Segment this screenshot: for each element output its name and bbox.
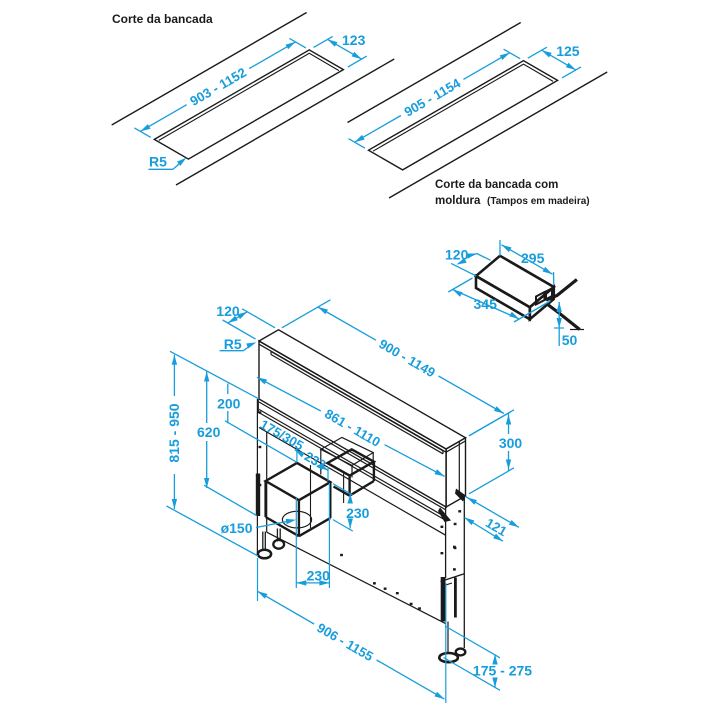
svg-text:Corte da bancada com: Corte da bancada com (435, 179, 558, 191)
svg-text:815 - 950: 815 - 950 (166, 403, 182, 462)
svg-text:50: 50 (562, 332, 578, 348)
svg-text:R5: R5 (224, 336, 242, 352)
svg-text:moldura: moldura (435, 195, 481, 207)
svg-text:200: 200 (217, 396, 241, 412)
svg-text:ø150: ø150 (221, 520, 253, 536)
svg-text:230: 230 (307, 568, 331, 584)
svg-text:620: 620 (197, 424, 221, 440)
svg-text:R5: R5 (149, 154, 167, 170)
svg-text:(Tampos em madeira): (Tampos em madeira) (487, 196, 590, 207)
svg-text:125: 125 (556, 43, 580, 59)
svg-text:123: 123 (342, 32, 366, 48)
svg-text:230: 230 (346, 505, 370, 521)
svg-text:Corte da bancada: Corte da bancada (112, 12, 213, 26)
svg-text:120: 120 (216, 303, 240, 319)
svg-text:295: 295 (521, 250, 545, 266)
svg-text:175 - 275: 175 - 275 (473, 663, 532, 679)
svg-text:120: 120 (445, 247, 469, 263)
svg-text:345: 345 (474, 296, 498, 312)
svg-text:300: 300 (499, 435, 523, 451)
